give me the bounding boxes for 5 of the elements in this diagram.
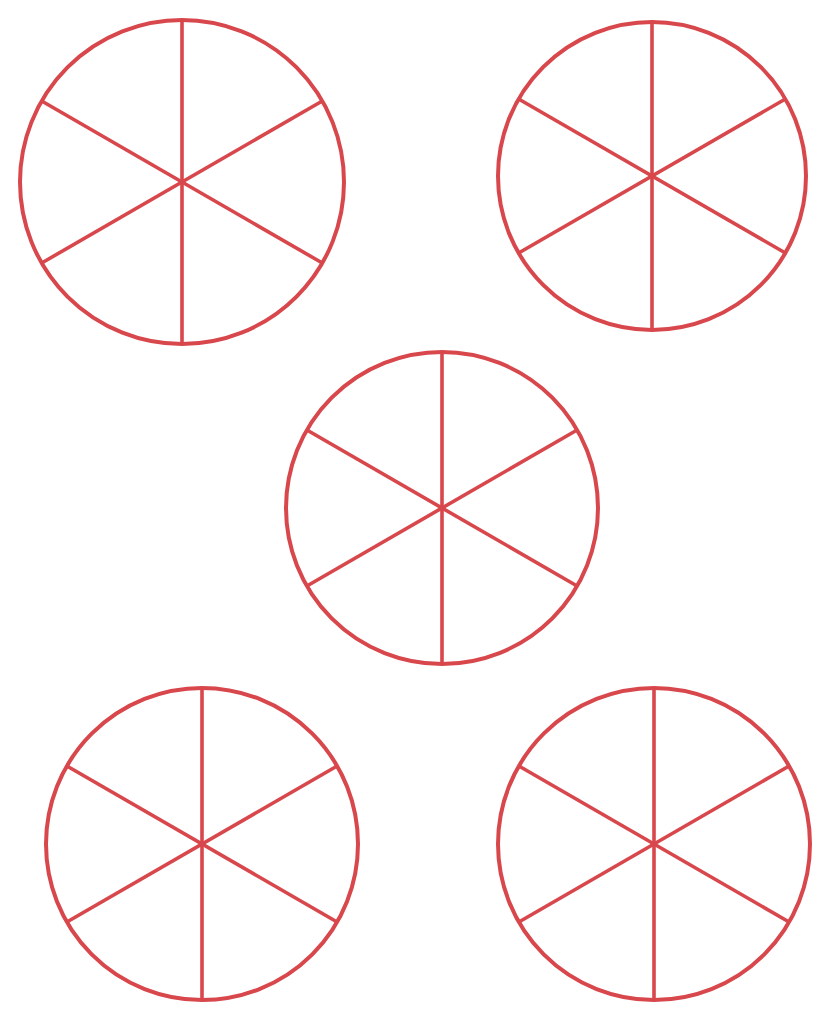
divided-circle — [282, 348, 602, 668]
divided-circle — [42, 684, 362, 1004]
divided-circle — [494, 684, 814, 1004]
divided-circle — [16, 16, 348, 348]
divided-circle — [494, 18, 810, 334]
